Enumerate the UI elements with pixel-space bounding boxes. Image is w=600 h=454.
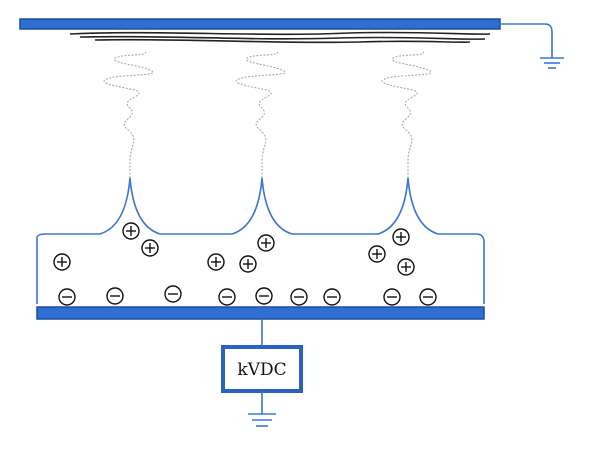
- fiber-jet-1: [103, 51, 154, 178]
- negative-ion-icon: [58, 288, 76, 306]
- ion-layer: [53, 222, 437, 306]
- collector-ground-wire: [500, 23, 553, 58]
- negative-ion-icon: [419, 288, 437, 306]
- collector-plate: [19, 18, 501, 30]
- positive-ion-icon: [397, 258, 415, 276]
- positive-ion-icon: [392, 228, 410, 246]
- negative-ion-icon: [164, 285, 182, 303]
- fiber-deposit: [69, 31, 491, 44]
- positive-ion-icon: [239, 255, 257, 273]
- positive-ion-icon: [207, 253, 225, 271]
- negative-ion-icon: [383, 288, 401, 306]
- positive-ion-icon: [368, 245, 386, 263]
- positive-ion-icon: [53, 253, 71, 271]
- negative-ion-icon: [290, 288, 308, 306]
- fiber-jet-3: [381, 51, 432, 178]
- negative-ion-icon: [255, 287, 273, 305]
- negative-ion-icon: [323, 288, 341, 306]
- electrode-plate: [36, 306, 485, 320]
- liquid-surface: [36, 177, 485, 304]
- positive-ion-icon: [122, 222, 140, 240]
- supply-ground-icon: [248, 413, 276, 427]
- collector-ground-icon: [540, 57, 564, 69]
- positive-ion-icon: [141, 239, 159, 257]
- power-supply: kVDC: [221, 345, 303, 393]
- negative-ion-icon: [106, 287, 124, 305]
- fiber-jet-2: [235, 51, 286, 178]
- negative-ion-icon: [218, 288, 236, 306]
- positive-ion-icon: [257, 234, 275, 252]
- power-supply-label: kVDC: [237, 360, 286, 380]
